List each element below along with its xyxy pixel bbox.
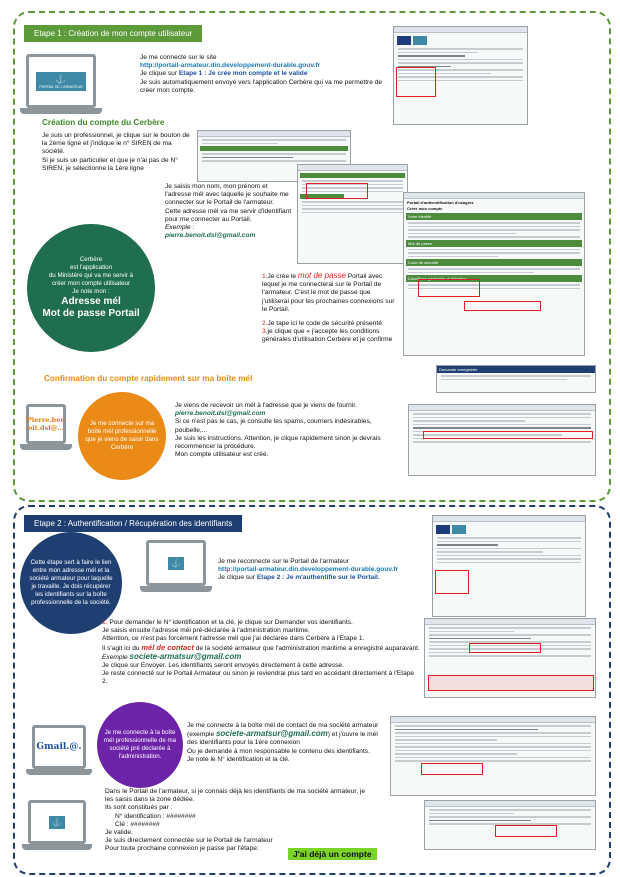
saisie-text: Je saisis mon nom, mon prénom et l'adres… <box>165 183 292 240</box>
screenshot-demande-identifiants <box>424 618 596 698</box>
etape2-info-circle: Cette étape sert à faire le lien entre m… <box>20 532 122 634</box>
screenshot-portail-home <box>393 26 528 125</box>
portail-url-link-2[interactable]: http://portail-armateur.din.developpemen… <box>218 566 399 574</box>
etape2-header: Etape 2 : Authentification / Récupératio… <box>24 515 243 532</box>
screenshot-identifiants-saisie <box>424 800 596 850</box>
cerbere-title: Création du compte du Cerbère <box>42 118 165 127</box>
etape1-section <box>13 11 611 502</box>
mdp-text: 1.Je crée le mot de passe Portail avec l… <box>262 271 395 344</box>
etape1-intro: Je me connecte sur le site http://portai… <box>140 54 390 95</box>
laptop-mail-1: Pierre.ben oit.dsl@... <box>20 404 72 450</box>
deja-compte-badge: J'ai déjà un compte <box>288 848 377 860</box>
screenshot-demande-enregistree: Demande enregistrée <box>436 365 596 393</box>
mail-pro-circle: Je me connecte sur ma boîte mél professi… <box>78 392 166 480</box>
laptop-gmail: Gmail.@. <box>26 725 92 775</box>
screenshot-authentification <box>432 515 586 617</box>
screenshot-mail-identifiants <box>390 716 596 796</box>
portail-logo-icon-2: ⚓ <box>168 556 184 570</box>
confirm-text: Je viens de recevoir un mél à l'adresse … <box>175 402 381 459</box>
laptop-portail-1: ⚓PORTAIL DE L'ARMATEUR <box>20 54 102 114</box>
mail-societe-circle: Je me connecte à la boîte mél profession… <box>97 702 183 788</box>
screenshot-creer-compte: Portail d'authentification d'usagers Cré… <box>403 192 585 356</box>
etape1-header: Etape 1 : Création de mon compte utilisa… <box>24 25 203 42</box>
cerbere-info-circle: Cerbère est l'application du Ministère q… <box>27 224 155 352</box>
mail-societe-text: Je me connecte à la boîte mél de contact… <box>187 722 379 763</box>
laptop-portail-2: ⚓ <box>140 540 212 592</box>
etape2-section <box>13 505 611 875</box>
portail-url-link[interactable]: http://portail-armateur.din.developpemen… <box>140 62 321 70</box>
final-text: Dans le Portail de l'armateur, si je con… <box>105 788 366 853</box>
cerbere-text: Je suis un professionnel, je clique sur … <box>42 132 190 172</box>
portail-logo-icon: ⚓PORTAIL DE L'ARMATEUR <box>36 71 86 91</box>
reconnect-text: Je me reconnecte sur le Portail de l'arm… <box>218 558 428 583</box>
demande-text: 1. Pour demander le N° identification et… <box>102 619 420 686</box>
confirm-title: Confirmation du compte rapidement sur ma… <box>44 374 253 383</box>
portail-logo-icon-3: ⚓ <box>49 815 65 829</box>
laptop-portail-3: ⚓ <box>22 800 92 850</box>
screenshot-identite <box>297 164 408 264</box>
screenshot-confirm-mail <box>408 404 596 476</box>
